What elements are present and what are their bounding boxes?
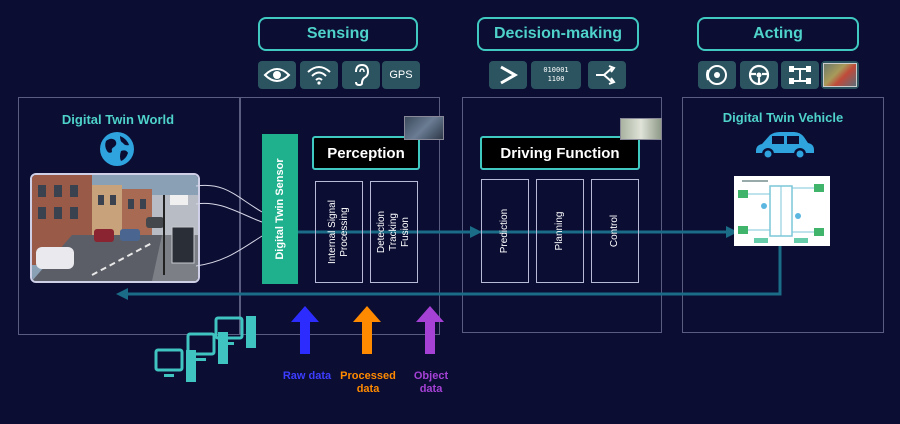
detection-tracking-fusion-label: Detection Tracking Fusion xyxy=(376,211,412,253)
label-line: Object xyxy=(413,370,449,382)
binary-line-2: 1100 xyxy=(547,75,565,83)
world-title: Digital Twin World xyxy=(61,112,175,127)
detection-tracking-fusion-box: Detection Tracking Fusion xyxy=(370,181,418,283)
dashboard-icon xyxy=(821,61,859,89)
label-line: Tracking xyxy=(388,213,399,251)
steering-wheel-icon xyxy=(740,61,778,89)
prediction-box: Prediction xyxy=(481,179,529,283)
forward-arrowhead-2 xyxy=(726,226,738,238)
feedback-line xyxy=(126,246,782,296)
label-line: Processing xyxy=(339,207,350,257)
internal-signal-processing-box: Internal Signal Processing xyxy=(315,181,363,283)
street-scene-image xyxy=(30,173,200,283)
perception-box: Perception xyxy=(312,136,420,170)
label-line: Internal Signal xyxy=(327,200,338,264)
ear-icon xyxy=(342,61,380,89)
sensor-link-line xyxy=(195,202,263,223)
route-split-icon xyxy=(588,61,626,89)
driving-function-title: Driving Function xyxy=(500,144,620,162)
label-line: data xyxy=(356,383,380,395)
car-icon xyxy=(752,129,816,166)
sensor-link-line xyxy=(195,235,263,267)
label-line: Fusion xyxy=(400,217,411,248)
brake-disc-icon xyxy=(698,61,736,89)
sensor-link-line xyxy=(195,184,263,213)
planning-label: Planning xyxy=(554,211,565,251)
binary-code-icon: 010001 1100 xyxy=(531,61,581,89)
wifi-icon xyxy=(300,61,338,89)
chevron-right-icon xyxy=(489,61,527,89)
processed-data-arrow-icon xyxy=(353,306,381,359)
label-line: Detection xyxy=(376,210,387,254)
decision-panel xyxy=(462,97,662,333)
vehicle-title: Digital Twin Vehicle xyxy=(722,110,844,125)
processed-data-label: Processed data xyxy=(334,370,402,396)
digital-twin-sensor-bar: Digital Twin Sensor xyxy=(262,134,298,284)
feedback-arrowhead xyxy=(116,288,128,300)
binary-line-1: 010001 xyxy=(543,66,569,74)
vehicle-model-diagram xyxy=(734,176,830,246)
internal-signal-processing-label: Internal Signal Processing xyxy=(327,200,351,264)
decision-making-header: Decision-making xyxy=(477,17,639,51)
drivetrain-icon xyxy=(781,61,819,89)
object-data-arrow-icon xyxy=(416,306,444,359)
driving-function-box: Driving Function xyxy=(480,136,640,170)
forward-arrowhead xyxy=(470,226,482,238)
planning-box: Planning xyxy=(536,179,584,283)
gps-label: GPS xyxy=(389,69,413,81)
digital-twin-vehicle-panel xyxy=(682,97,884,333)
object-data-label: Object data xyxy=(404,370,458,396)
sensing-panel xyxy=(240,97,440,335)
ecu-hardware-image xyxy=(620,118,662,140)
label-line: data xyxy=(419,383,443,395)
chip-board-image xyxy=(404,116,444,140)
perception-title: Perception xyxy=(327,144,405,162)
digital-twin-world-panel xyxy=(18,97,240,335)
prediction-label: Prediction xyxy=(499,208,510,254)
acting-header-label: Acting xyxy=(753,25,803,42)
computers-icon xyxy=(152,314,268,389)
sensor-label: Digital Twin Sensor xyxy=(274,158,286,260)
gps-icon: GPS xyxy=(382,61,420,89)
acting-header: Acting xyxy=(697,17,859,51)
control-label: Control xyxy=(609,214,620,248)
decision-header-label: Decision-making xyxy=(493,25,623,42)
control-box: Control xyxy=(591,179,639,283)
eye-icon xyxy=(258,61,296,89)
raw-data-arrow-icon xyxy=(291,306,319,359)
label-line: Processed xyxy=(340,370,396,382)
raw-data-label: Raw data xyxy=(282,370,332,382)
globe-icon xyxy=(99,131,135,172)
sensing-header-label: Sensing xyxy=(306,25,370,42)
sensing-header: Sensing xyxy=(258,17,418,51)
